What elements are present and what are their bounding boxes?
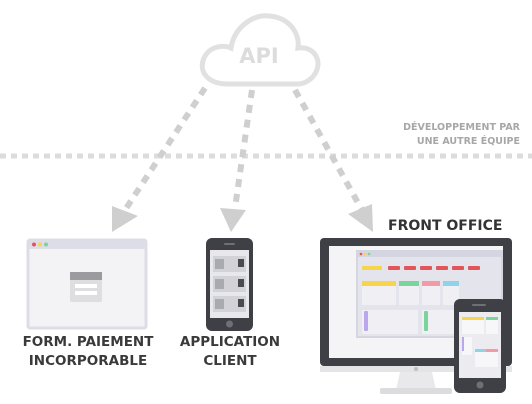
payment-form-label-line-1: FORM. PAIEMENT — [22, 334, 154, 350]
payment-form-label: FORM. PAIEMENT INCORPORABLE — [8, 333, 168, 371]
cloud-icon: API — [199, 13, 321, 87]
payment-form-browser — [26, 238, 148, 330]
team-divider-note: DÉVELOPPEMENT PAR UNE AUTRE ÉQUIPE — [360, 121, 520, 149]
team-note-line-2: UNE AUTRE ÉQUIPE — [416, 136, 520, 147]
api-label: API — [239, 44, 278, 68]
team-note-line-1: DÉVELOPPEMENT PAR — [403, 122, 520, 133]
payment-form-label-line-2: INCORPORABLE — [28, 353, 148, 369]
arrow-to-app — [220, 89, 255, 232]
arrow-to-front-office — [292, 88, 373, 232]
client-app-label-line-2: CLIENT — [203, 353, 257, 369]
front-office-title: FRONT OFFICE — [388, 218, 503, 234]
arrow-to-form — [112, 86, 208, 232]
client-app-label: APPLICATION CLIENT — [168, 333, 292, 371]
client-app-label-line-1: APPLICATION — [179, 334, 281, 350]
client-phone — [206, 238, 253, 331]
front-office-phone — [454, 299, 506, 393]
